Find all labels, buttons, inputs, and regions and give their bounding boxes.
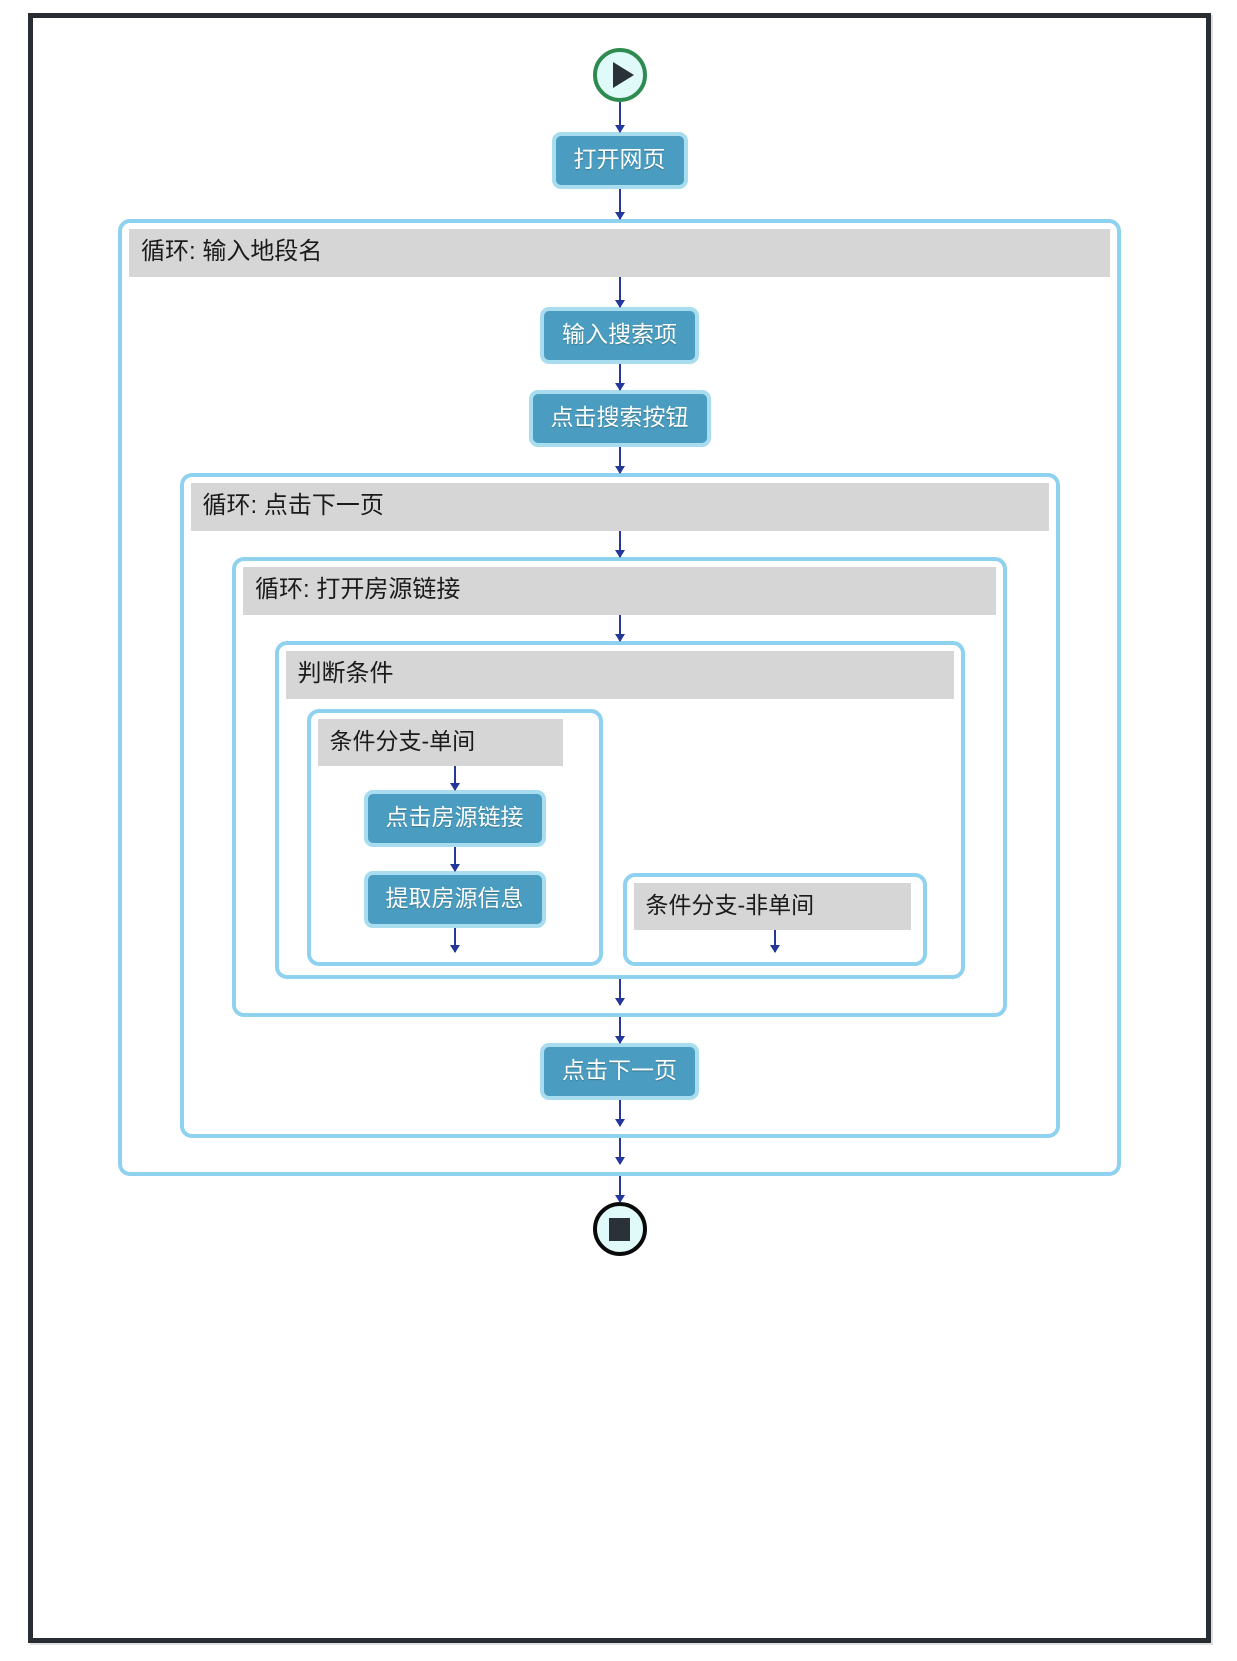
connector-arrow [613, 1017, 627, 1044]
branch-header-single-room: 条件分支-单间 [317, 719, 563, 766]
loop-container-open-listing[interactable]: 循环: 打开房源链接 判断条件 [232, 557, 1007, 1017]
step-open-webpage[interactable]: 打开网页 [551, 132, 688, 189]
loop-body-input-district: 输入搜索项 点击搜索按钮 循环: 点击下一页 循环: 打开房源链接 [122, 277, 1117, 1172]
connector-arrow [613, 189, 627, 220]
connector-arrow [613, 1100, 627, 1127]
branch-body-not-single-room [627, 930, 923, 962]
step-input-search-term[interactable]: 输入搜索项 [540, 307, 699, 364]
connector-arrow [613, 364, 627, 391]
connector-arrow [613, 979, 627, 1006]
branch-body-single-room: 点击房源链接 提取房源信息 [311, 766, 599, 962]
connector-arrow [613, 615, 627, 642]
connector-arrow [613, 1138, 627, 1165]
play-icon [612, 62, 634, 88]
loop-header-next-page: 循环: 点击下一页 [190, 483, 1049, 531]
branch-container-single-room[interactable]: 条件分支-单间 点击房源链接 提取房源信息 [306, 709, 603, 966]
connector-arrow [448, 766, 462, 791]
branch-slot-not-single-room: 条件分支-非单间 [622, 709, 927, 966]
condition-header: 判断条件 [285, 651, 954, 699]
stop-icon [609, 1217, 630, 1241]
flow-root: 打开网页 循环: 输入地段名 输入搜索项 点击搜索按钮 循环: 点击下一页 [33, 18, 1206, 1256]
connector-arrow [613, 102, 627, 133]
loop-body-open-listing: 判断条件 条件分支-单间 点击房源链接 [236, 615, 1003, 1013]
diagram-window-frame: 打开网页 循环: 输入地段名 输入搜索项 点击搜索按钮 循环: 点击下一页 [28, 13, 1211, 1643]
branch-header-not-single-room: 条件分支-非单间 [633, 883, 911, 930]
loop-container-input-district[interactable]: 循环: 输入地段名 输入搜索项 点击搜索按钮 循环: 点击下一页 [118, 219, 1121, 1176]
step-extract-listing-info[interactable]: 提取房源信息 [363, 871, 546, 928]
connector-arrow [613, 447, 627, 474]
condition-container[interactable]: 判断条件 条件分支-单间 点击房源链接 [274, 641, 965, 979]
step-click-next-page[interactable]: 点击下一页 [540, 1043, 699, 1100]
connector-arrow [448, 847, 462, 872]
loop-header-input-district: 循环: 输入地段名 [129, 229, 1110, 277]
branch-container-not-single-room[interactable]: 条件分支-非单间 [622, 873, 927, 966]
condition-branches: 条件分支-单间 点击房源链接 提取房源信息 [279, 699, 961, 975]
connector-arrow [613, 1176, 627, 1203]
loop-container-next-page[interactable]: 循环: 点击下一页 循环: 打开房源链接 判断条件 [179, 473, 1060, 1138]
start-node[interactable] [592, 48, 647, 102]
connector-arrow [768, 930, 782, 953]
connector-arrow [613, 277, 627, 308]
end-node[interactable] [592, 1202, 647, 1256]
step-click-listing-link[interactable]: 点击房源链接 [363, 790, 546, 847]
connector-arrow [613, 531, 627, 558]
step-click-search-button[interactable]: 点击搜索按钮 [528, 390, 711, 447]
flowchart-canvas[interactable]: 打开网页 循环: 输入地段名 输入搜索项 点击搜索按钮 循环: 点击下一页 [33, 18, 1206, 1638]
loop-body-next-page: 循环: 打开房源链接 判断条件 [184, 531, 1056, 1134]
connector-arrow [448, 928, 462, 953]
loop-header-open-listing: 循环: 打开房源链接 [243, 567, 996, 615]
